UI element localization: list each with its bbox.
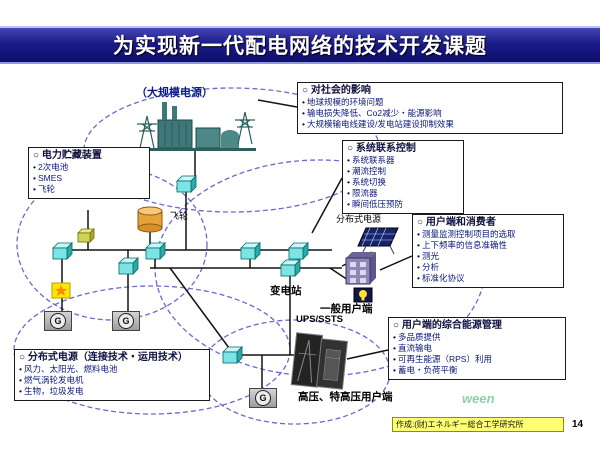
bullet-item: 飞轮 — [33, 184, 145, 195]
generator-label: G — [255, 390, 271, 406]
converter-icon — [280, 259, 301, 277]
network-line — [329, 267, 349, 281]
bullet-item: 蓄电・负荷平衡 — [393, 365, 561, 376]
bullet-item: 生物，垃圾发电 — [19, 386, 205, 397]
consumer-box: ○ 用户端和消费者 测量监测控制项目的选取上下频率的信息准确性测光分析标准化协议 — [412, 214, 564, 289]
box-title: ○ 用户端和消费者 — [417, 217, 496, 228]
bullet-item: 系统切换 — [347, 177, 459, 188]
hv-customer-label: 高压、特高压用户端 — [298, 391, 393, 403]
network-line — [311, 177, 343, 234]
bullet-item: 燃气涡轮发电机 — [19, 375, 205, 386]
bullet-item: 系统联系器 — [347, 155, 459, 166]
bullet-item: 直流输电 — [393, 343, 561, 354]
box-items: 地球规模的环境问题输电损失降低、Co2减少・能源影响大规模输电线建设/发电站建设… — [302, 97, 558, 130]
generator-label: G — [50, 313, 66, 329]
general-customer-label: 一般用户端 — [320, 303, 373, 315]
box-items: 系统联系器潮流控制系统切换限流器瞬间低压预防 — [347, 155, 459, 210]
substation-label: 变电站 — [270, 285, 302, 297]
bullet-item: 分析 — [417, 262, 559, 273]
bullet-item: 限流器 — [347, 188, 459, 199]
bullet-item: 大规模输电线建设/发电站建设抑制效果 — [302, 119, 558, 130]
box-title: ○ 系统联系控制 — [347, 143, 416, 154]
network-line — [257, 99, 298, 108]
building-icon — [345, 252, 376, 285]
distributed-source-box: ○ 分布式电源（连接技术・运用技术） 风力、太阳光、燃料电池燃气涡轮发电机生物，… — [14, 349, 210, 402]
photo-thumbnail — [316, 338, 348, 390]
bullet-item: 测量监测控制项目的选取 — [417, 229, 559, 240]
bullet-item: 可再生能源（RPS）利用 — [393, 354, 561, 365]
box-items: 风力、太阳光、燃料电池燃气涡轮发电机生物，垃圾发电 — [19, 364, 205, 397]
distributed-source-label: 分布式电源 — [336, 214, 382, 224]
converter-icon — [240, 242, 261, 260]
storage-box: ○ 电力贮藏装置 2次电池SMES飞轮 — [28, 147, 150, 200]
pv-panel-icon — [357, 227, 399, 255]
pylon-icon — [136, 115, 158, 149]
bullet-item: 风力、太阳光、燃料电池 — [19, 364, 205, 375]
box-title: ○ 分布式电源（连接技术・运用技术） — [19, 352, 188, 363]
bullet-item: 输电损失降低、Co2减少・能源影响 — [302, 108, 558, 119]
network-line — [379, 255, 413, 271]
photo-thumbnail — [290, 332, 324, 388]
generator-icon: G — [44, 311, 72, 331]
converter-icon — [118, 257, 139, 275]
flywheel-label: 飞轮 — [170, 211, 189, 221]
box-title: ○ 对社会的影响 — [302, 85, 371, 96]
converter-icon — [176, 175, 197, 193]
converter-icon — [52, 242, 73, 260]
converter-icon — [145, 242, 166, 260]
social-impact-box: ○ 对社会的影响 地球规模的环境问题输电损失降低、Co2减少・能源影响大规模输电… — [297, 82, 563, 135]
grid-control-box: ○ 系统联系控制 系统联系器潮流控制系统切换限流器瞬间低压预防 — [342, 140, 464, 215]
bullet-item: 多品质提供 — [393, 332, 561, 343]
watermark-text: ween — [462, 391, 495, 406]
bullet-item: 测光 — [417, 251, 559, 262]
inverter-icon — [77, 228, 95, 243]
bullet-item: 瞬间低压预防 — [347, 199, 459, 210]
energy-mgmt-box: ○ 用户端的综合能源管理 多品质提供直流输电可再生能源（RPS）利用蓄电・负荷平… — [388, 317, 566, 381]
credit-note: 作成:(财)エネルギー総合工学研究所 — [392, 417, 564, 432]
box-title: ○ 用户端的综合能源管理 — [393, 320, 502, 331]
bullet-item: 潮流控制 — [347, 166, 459, 177]
bullet-item: 地球规模的环境问题 — [302, 97, 558, 108]
star-converter-icon — [51, 282, 71, 299]
box-items: 2次电池SMES飞轮 — [33, 162, 145, 195]
lightbulb-icon — [353, 287, 373, 303]
flywheel-icon — [137, 206, 163, 233]
bullet-item: 上下频率的信息准确性 — [417, 240, 559, 251]
box-items: 测量监测控制项目的选取上下频率的信息准确性测光分析标准化协议 — [417, 229, 559, 284]
large-scale-source-label: （大规模电源） — [136, 87, 213, 99]
bullet-item: 2次电池 — [33, 162, 145, 173]
title-bar: 为实现新一代配电网络的技术开发课题 — [0, 26, 600, 64]
bullet-item: SMES — [33, 173, 145, 184]
ups-ssts-label: UPS/SSTS — [296, 314, 343, 325]
page-number: 14 — [572, 419, 584, 430]
box-items: 多品质提供直流输电可再生能源（RPS）利用蓄电・负荷平衡 — [393, 332, 561, 376]
network-line — [346, 349, 389, 360]
converter-icon — [222, 346, 243, 364]
generator-label: G — [118, 313, 134, 329]
converter-icon — [288, 242, 309, 260]
network-line — [169, 267, 233, 353]
bullet-item: 标准化协议 — [417, 273, 559, 284]
generator-icon: G — [249, 388, 277, 408]
power-plant-icon — [136, 102, 256, 151]
box-title: ○ 电力贮藏装置 — [33, 150, 102, 161]
page-title: 为实现新一代配电网络的技术开发课题 — [113, 35, 487, 58]
generator-icon: G — [112, 311, 140, 331]
